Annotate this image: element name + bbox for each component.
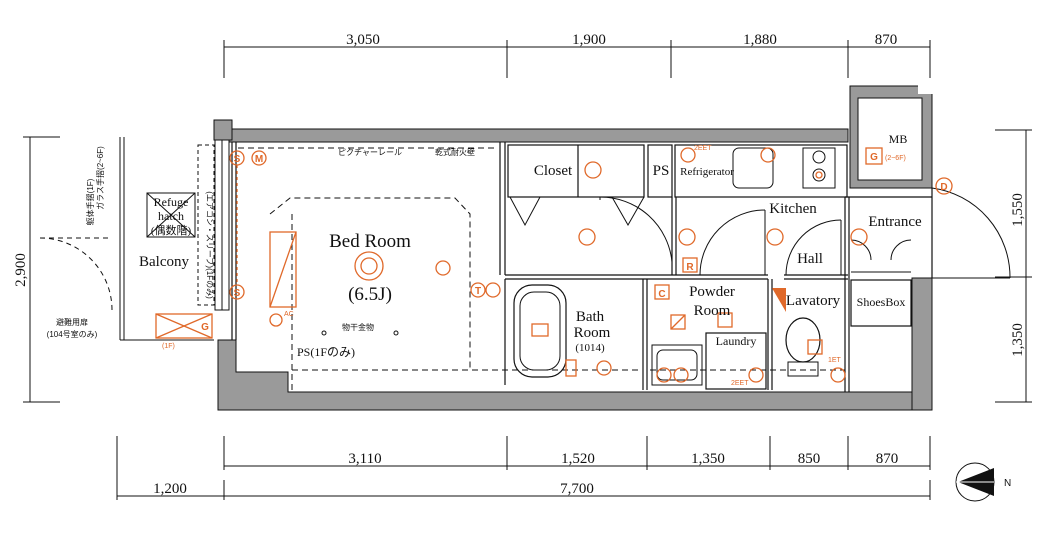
- room-powder-1: Powder: [689, 284, 735, 300]
- label-ac: AC: [284, 311, 294, 318]
- room-bath-size: (1014): [575, 342, 605, 354]
- bath-faucet-icon: [531, 323, 549, 337]
- right-dimension-line: [995, 129, 1032, 403]
- label-g-2-6f: (2~6F): [885, 155, 906, 162]
- room-mb: MB: [889, 132, 908, 146]
- label-g-1f: (1F): [162, 343, 175, 350]
- dim-right-2: 1,350: [1010, 323, 1026, 357]
- symbol-d: D: [940, 182, 947, 193]
- refuge-hatch-3: (偶数階): [151, 223, 192, 237]
- refuge-hatch-1: Refuge: [154, 195, 189, 209]
- door-swings: [509, 187, 1011, 279]
- balcony-area: [39, 137, 215, 341]
- top-dimension-line: [223, 40, 931, 78]
- room-bath-1: Bath: [576, 309, 605, 325]
- room-powder-2: Room: [694, 303, 731, 319]
- dim-top-4: 870: [875, 32, 898, 48]
- left-dimension-line: [23, 136, 60, 403]
- room-bed-room: Bed Room: [329, 231, 411, 252]
- dim-bottom-balcony: 1,200: [153, 481, 187, 497]
- label-2eet-kitchen: 2EET: [694, 145, 712, 152]
- stove: [802, 147, 836, 189]
- room-closet: Closet: [534, 163, 573, 179]
- dim-bottom-2: 1,520: [561, 451, 595, 467]
- bathtub: [513, 284, 567, 378]
- dim-top-1: 3,050: [346, 32, 380, 48]
- dim-bottom-4: 850: [798, 451, 821, 467]
- label-2eet-laundry: 2EET: [731, 380, 749, 387]
- interior-walls: [231, 142, 933, 392]
- room-laundry: Laundry: [716, 334, 757, 348]
- room-entrance: Entrance: [868, 214, 922, 230]
- bedroom-window: [214, 139, 230, 311]
- dim-bottom-3: 1,350: [691, 451, 725, 467]
- room-shoes-box: ShoesBox: [857, 295, 906, 309]
- symbol-g-mb: G: [870, 152, 878, 163]
- electrical-symbols: [155, 147, 953, 383]
- room-hall: Hall: [797, 251, 823, 267]
- room-ps: PS: [653, 163, 670, 179]
- symbol-r: R: [686, 262, 694, 273]
- note-evac-door-1: 避難用扉: [56, 317, 88, 327]
- room-kitchen: Kitchen: [769, 201, 817, 217]
- label-1et: 1ET: [828, 357, 842, 364]
- room-bath-2: Room: [574, 325, 611, 341]
- walls: [213, 85, 933, 411]
- symbol-t: T: [475, 286, 481, 297]
- dim-bottom-total: 7,700: [560, 481, 594, 497]
- note-vertical: (エアコン・スリーブ)(1Fのみ): [205, 191, 215, 299]
- dim-bottom-5: 870: [876, 451, 899, 467]
- kitchen-sink: [732, 147, 774, 189]
- north-label: N: [1004, 478, 1011, 489]
- dim-left: 2,900: [13, 253, 29, 287]
- note-fire-wall: 乾式耐火壁: [435, 147, 475, 157]
- symbol-m: M: [255, 154, 263, 165]
- room-bed-room-size: (6.5J): [348, 284, 392, 305]
- dim-right-1: 1,550: [1010, 193, 1026, 227]
- dim-top-3: 1,880: [743, 32, 777, 48]
- note-handrail-2: ガラス手摺(2~6F): [95, 146, 105, 210]
- room-balcony: Balcony: [139, 254, 189, 270]
- symbol-s-bottom: S: [234, 288, 241, 299]
- bottom-dimension-line: [116, 436, 931, 500]
- note-evac-door-2: (104号室のみ): [47, 329, 98, 339]
- symbol-c: C: [658, 289, 665, 300]
- label-refrigerator: Refrigerator: [680, 166, 734, 178]
- mb-interior: [857, 97, 923, 181]
- dim-top-2: 1,900: [572, 32, 606, 48]
- north-arrow-icon: N: [955, 462, 1011, 502]
- room-lavatory: Lavatory: [786, 293, 841, 309]
- note-picture-rail: ピクチャーレール: [338, 148, 402, 157]
- label-ps-1f: PS(1Fのみ): [297, 345, 355, 359]
- symbol-g-balcony: G: [201, 322, 209, 333]
- refuge-hatch-2: hatch: [158, 209, 184, 223]
- bedroom-dashed-lines: [238, 147, 845, 392]
- symbol-s-top: S: [234, 154, 241, 165]
- note-laundry-hanger: 物干金物: [342, 322, 374, 332]
- powder-sink: [651, 344, 703, 386]
- dim-bottom-1: 3,110: [348, 451, 381, 467]
- note-handrail-1: 躯体手摺(1F): [85, 178, 95, 225]
